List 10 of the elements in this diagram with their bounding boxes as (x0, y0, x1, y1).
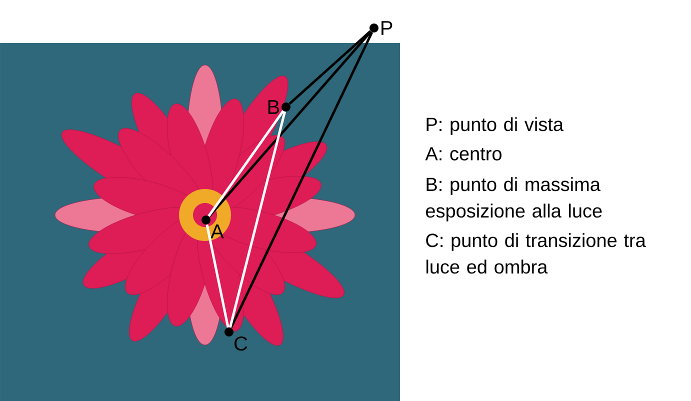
legend-text: P: punto di vista (426, 117, 564, 135)
line (208, 30, 372, 218)
line (230, 32, 374, 328)
line (228, 111, 286, 328)
legend-text: B: punto di massima esposizione alla luce (426, 177, 602, 222)
line (208, 110, 284, 217)
legend-text: A: centro (425, 147, 502, 160)
line (288, 30, 372, 105)
line (206, 224, 230, 328)
legend-text: C: punto di transizione tra luce ed ombra (426, 233, 646, 274)
